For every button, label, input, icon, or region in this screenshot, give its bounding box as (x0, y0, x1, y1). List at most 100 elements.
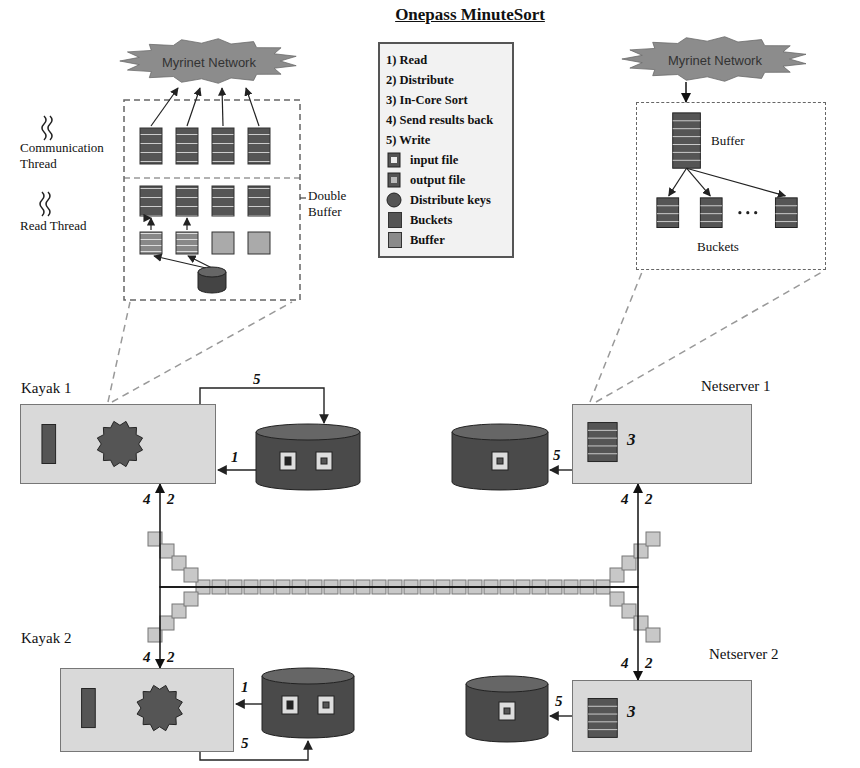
drawing-part (657, 213, 679, 214)
callout-number: 2 (166, 649, 176, 665)
drawing-part (386, 192, 402, 208)
machine-box: Kayak 2 (60, 668, 234, 752)
drawing-part (42, 425, 56, 464)
text-slot: Myrinet Network (668, 51, 762, 69)
drawing-part (646, 628, 660, 642)
callout-number: 1 (230, 449, 240, 465)
drawing-part (222, 88, 223, 126)
drawing-part (187, 88, 200, 126)
drawing-part (646, 532, 660, 546)
drawing-part (746, 211, 749, 214)
drawing-part (673, 160, 701, 161)
callout-number: 5 (252, 371, 262, 387)
connector (685, 82, 687, 102)
network-label: Myrinet Network (162, 55, 256, 71)
node-label: 3 (627, 704, 636, 720)
drawing-part (588, 445, 617, 446)
legend-text: 1) Read (386, 53, 427, 68)
drawing-part (700, 205, 722, 206)
machine-parts (61, 669, 233, 751)
drawing-part (775, 205, 797, 206)
drawing-part (391, 177, 397, 183)
drawing-part (280, 452, 515, 720)
drawing-part (622, 37, 806, 82)
drawing-part (124, 100, 300, 300)
drawing-part (687, 168, 711, 196)
text-slot: 4 (142, 648, 152, 666)
diagram-title: Onepass MinuteSort (395, 7, 545, 23)
legend-text: 2) Distribute (386, 73, 454, 88)
drawing-part (386, 172, 402, 188)
text-slot: Double Buffer (308, 188, 362, 220)
legend-row: output file (386, 170, 506, 190)
legend-row: 3) In-Core Sort (386, 90, 506, 110)
legend-row: Buffer (386, 230, 506, 250)
text-slot: Communication Thread (20, 140, 120, 172)
text-slot: Kayak 2 (21, 629, 71, 647)
drawing-part (212, 232, 234, 254)
machine-box: Netserver 23 (572, 680, 752, 752)
callout-number: 2 (166, 491, 176, 507)
drawing-part (236, 703, 262, 704)
text-slot: 5 (554, 692, 564, 710)
drawing-part (256, 432, 360, 490)
node-heading: Kayak 2 (21, 630, 71, 646)
drawing-part (499, 702, 515, 720)
text-slot: 5 (240, 734, 250, 752)
drawing-part (248, 186, 270, 216)
text-slot: Netserver 1 (701, 377, 771, 395)
drawing-part (590, 272, 642, 402)
callout-number: 5 (552, 447, 562, 463)
drawing-part (588, 706, 617, 707)
legend-text: Buckets (410, 213, 452, 228)
text-slot: Kayak 1 (21, 379, 71, 397)
drawing-part (212, 186, 234, 216)
text-slot: Myrinet Network (162, 53, 256, 71)
legend-row: 4) Send results back (386, 110, 506, 130)
drawing-part (256, 424, 548, 742)
legend-row: 5) Write (386, 130, 506, 150)
network-cloud: Myrinet Network (118, 38, 300, 84)
legend-swatch (388, 232, 402, 248)
drawing-part (657, 198, 679, 228)
drawing-part (200, 388, 324, 423)
drawing-part (198, 267, 226, 277)
drawing-part (316, 452, 332, 470)
drawing-part (151, 88, 178, 126)
text-slot: 3 (627, 431, 636, 449)
connector (160, 587, 638, 680)
drawing-part (150, 218, 151, 230)
callout-number: 1 (240, 679, 250, 695)
legend-row: 2) Distribute (386, 70, 506, 90)
legend-row: input file (386, 150, 506, 170)
drawing-part (588, 729, 617, 730)
drawing-part (588, 438, 617, 439)
drawing-part (388, 153, 400, 167)
legend-sample (386, 192, 402, 208)
text-slot: 3 (627, 703, 636, 721)
drawing-part (287, 701, 293, 709)
drawing-part (388, 173, 400, 187)
drawing-part (492, 452, 508, 470)
drawing-part (108, 302, 130, 402)
drawing-part (669, 168, 687, 196)
drawing-part (248, 232, 270, 254)
drawing-part (700, 213, 722, 214)
drawing-part (657, 221, 679, 222)
drawing-part (596, 272, 822, 402)
drawing-part (154, 256, 206, 268)
node-label: Buffer (711, 133, 745, 149)
drawing-part (588, 699, 617, 738)
text-slot: 4 (620, 490, 630, 508)
drawing-part (248, 128, 270, 164)
drawing-part (452, 424, 548, 440)
drawing-part (218, 469, 256, 470)
text-slot: 2 (166, 648, 176, 666)
text-slot: 4 (142, 490, 152, 508)
drawing-part (176, 186, 198, 216)
drawing-part (200, 388, 572, 760)
text-slot: 2 (644, 654, 654, 672)
drawing-part (700, 221, 722, 222)
drawing-part (140, 232, 162, 254)
drawing-part (550, 469, 572, 470)
